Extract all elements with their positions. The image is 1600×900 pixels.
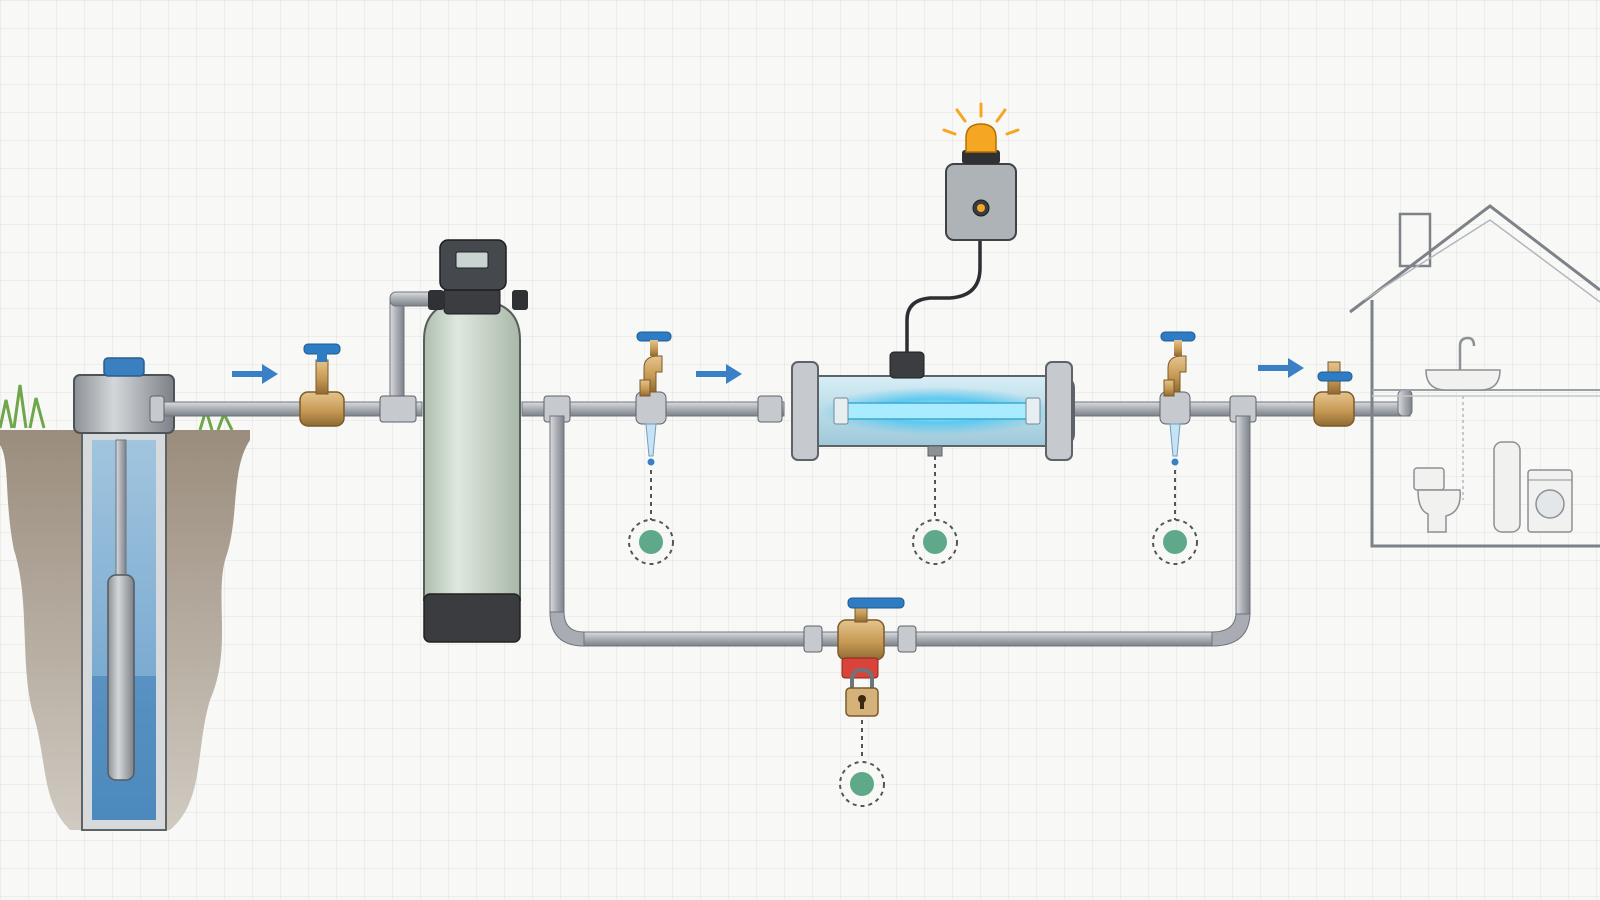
callout-marker-4: [850, 772, 874, 796]
softener-port: [512, 290, 528, 310]
callout-markers: [628, 456, 1198, 807]
faucet-icon: [1458, 336, 1476, 370]
alarm-beacon-icon: [965, 123, 997, 153]
drop-pipe: [115, 439, 127, 581]
softener-valve-head: [443, 287, 501, 315]
callout-marker-ring: [628, 519, 674, 565]
uv-lamp-holder: [1025, 397, 1041, 425]
pipe-softener-inlet-riser: [389, 299, 405, 411]
sample-tap-spout: [639, 379, 651, 397]
valve-body: [1313, 391, 1355, 427]
house-icon: [1349, 204, 1600, 314]
sample-port-1: [635, 331, 672, 466]
toilet-tank: [1413, 467, 1445, 491]
water-drop-icon: [1171, 458, 1179, 466]
house-wall: [1370, 300, 1600, 548]
sample-tap-body: [1159, 391, 1191, 425]
valve-stem: [315, 359, 329, 395]
inlet-valve: [299, 343, 345, 427]
padlock-keyhole-slot: [860, 700, 864, 709]
softener: [423, 239, 528, 643]
pipe-house-drop: [1397, 389, 1413, 417]
uv-lamp-icon: [835, 402, 1039, 420]
flow-arrow-icon: [696, 364, 742, 384]
alarm-controller: [905, 102, 1020, 352]
uv-flange-left: [791, 361, 819, 461]
flow-arrows: [232, 358, 1304, 384]
uv-sterilizer: [791, 351, 1075, 461]
softener-tank-icon: [423, 298, 521, 601]
sample-port-2: [1159, 331, 1196, 466]
house-chimney: [1398, 212, 1432, 268]
callout-marker-ring: [912, 519, 958, 565]
valve-handle-icon: [1317, 371, 1353, 382]
house-roof-inner: [1363, 219, 1600, 303]
padlock-shackle: [850, 667, 874, 690]
flow-arrow-icon: [232, 364, 278, 384]
well-cap-top: [103, 357, 145, 377]
bypass-elbow-right: [1211, 611, 1251, 647]
grass: [0, 384, 234, 431]
bypass-down-left: [549, 415, 565, 615]
softener-display: [455, 251, 489, 269]
uv-drain-port: [927, 445, 943, 457]
alarm-cable: [905, 238, 982, 352]
valve-body: [837, 619, 885, 661]
callout-marker-3: [1163, 530, 1187, 554]
washing-machine-door: [1535, 489, 1565, 519]
alarm-indicator-glow: [977, 204, 985, 212]
toilet-icon: [1417, 489, 1461, 533]
valve-handle-post: [650, 340, 658, 356]
sample-drip-tube: [645, 423, 657, 457]
pipe-coupling: [897, 625, 917, 653]
bypass-elbow-left: [549, 611, 585, 647]
house: [1349, 204, 1600, 548]
submersible-pump: [107, 574, 135, 781]
sample-drip-tube: [1169, 423, 1181, 457]
water-drop-icon: [647, 458, 655, 466]
valve-handle-icon: [1160, 331, 1196, 342]
softener-port: [428, 290, 444, 310]
callout-marker-ring: [1152, 519, 1198, 565]
alarm-beacon-base: [962, 150, 1000, 164]
flow-arrow-icon: [1258, 358, 1304, 378]
pipe-coupling: [757, 395, 783, 423]
uv-sensor-port: [889, 351, 925, 379]
callout-marker-2: [923, 530, 947, 554]
sample-tap-body: [635, 391, 667, 425]
sample-tap-spout: [1163, 379, 1175, 397]
uv-flange-right: [1045, 361, 1073, 461]
outlet-valve: [1313, 361, 1355, 427]
valve-handle-icon: [847, 597, 905, 609]
valve-handle-post: [1174, 340, 1182, 356]
water-heater-icon: [1493, 441, 1521, 533]
well: [0, 357, 250, 831]
uv-lamp-holder: [833, 397, 849, 425]
valve-body: [299, 391, 345, 427]
callout-marker-1: [639, 530, 663, 554]
bypass-up-right: [1235, 415, 1251, 615]
pipe-coupling: [803, 625, 823, 653]
bypass-valve: [837, 597, 905, 717]
softener-tank-base: [423, 593, 521, 643]
sink-icon: [1425, 369, 1501, 391]
alarm-rays: [942, 102, 1020, 136]
callout-marker-ring: [839, 761, 885, 807]
pipe-coupling: [379, 395, 417, 423]
valve-handle-icon: [636, 331, 672, 342]
pipe-coupling: [149, 395, 165, 423]
valve-handle-post: [317, 352, 327, 362]
bypass-loop: [549, 415, 1251, 653]
